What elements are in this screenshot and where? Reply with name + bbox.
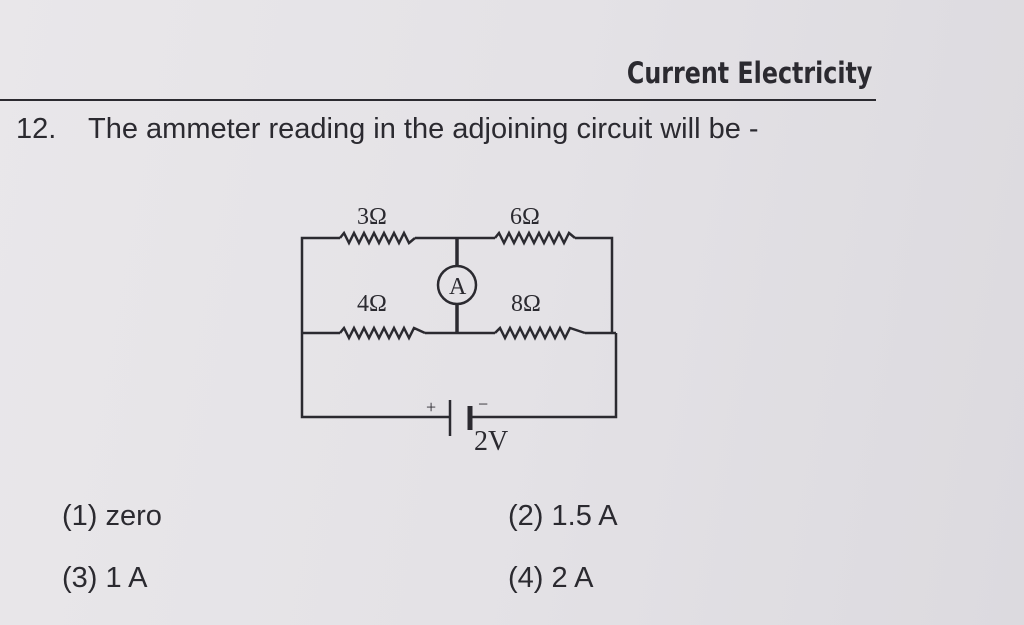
label-6-ohm: 6Ω [510, 204, 540, 230]
resistor-8-ohm [494, 325, 586, 341]
question-number: 12. [16, 113, 57, 145]
option-text: 2 A [551, 562, 594, 594]
resistor-6-ohm [494, 230, 576, 246]
header-divider [0, 99, 876, 101]
option-1[interactable]: (1) zero [62, 500, 162, 533]
option-label: (4) [508, 562, 544, 594]
ammeter-label: A [449, 274, 467, 300]
question-text: The ammeter reading in the adjoining cir… [88, 113, 759, 145]
option-label: (2) [508, 500, 544, 532]
battery-negative-sign: − [478, 394, 488, 414]
option-text: 1.5 A [551, 500, 618, 532]
label-4-ohm: 4Ω [357, 291, 387, 317]
option-text: zero [105, 500, 162, 532]
chapter-title: Current Electricity [626, 56, 872, 90]
option-2[interactable]: (2) 1.5 A [508, 500, 618, 533]
resistor-3-ohm [339, 230, 416, 246]
option-3[interactable]: (3) 1 A [62, 562, 147, 595]
ammeter [436, 264, 478, 306]
battery-positive-sign: + [426, 397, 436, 417]
option-text: 1 A [105, 562, 148, 594]
wire [300, 236, 618, 419]
option-label: (1) [62, 500, 98, 532]
label-8-ohm: 8Ω [511, 291, 541, 317]
resistor-4-ohm [339, 325, 426, 341]
battery-voltage: 2V [474, 426, 508, 457]
option-4[interactable]: (4) 2 A [508, 562, 593, 595]
option-label: (3) [62, 562, 98, 594]
label-3-ohm: 3Ω [357, 204, 387, 230]
